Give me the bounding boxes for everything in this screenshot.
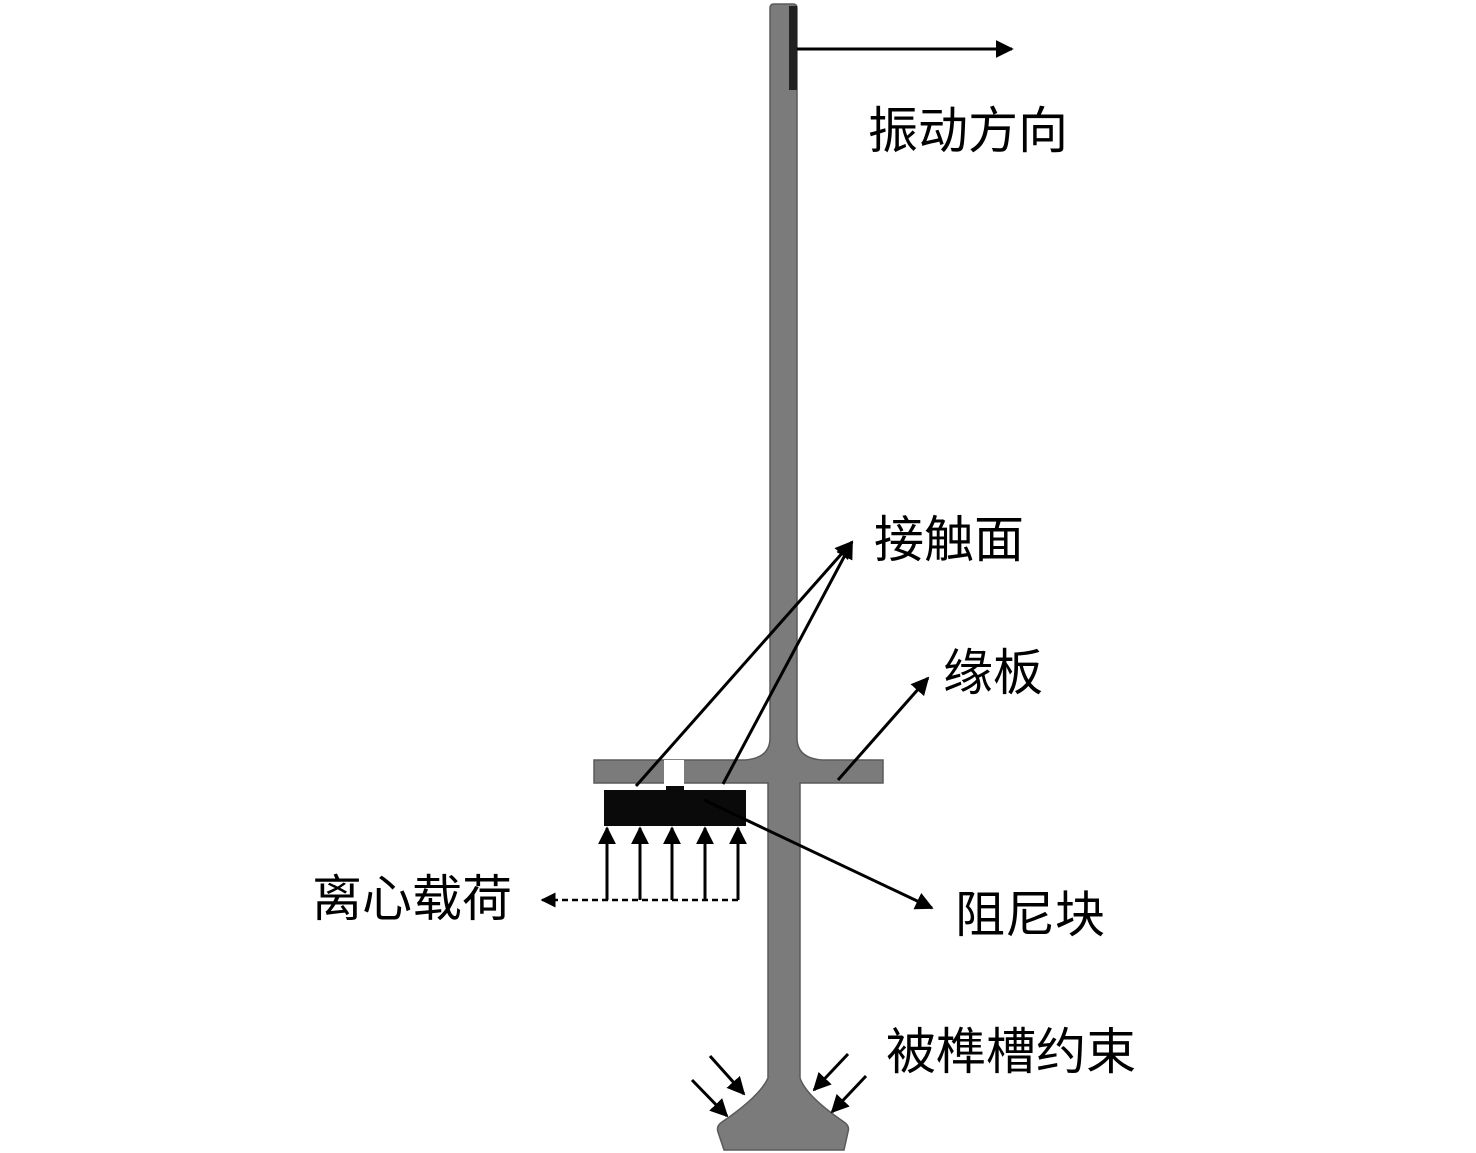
platform-arrow	[836, 676, 930, 781]
centrifugal-load-label: 离心载荷	[312, 870, 512, 928]
contact-surface-label: 接触面	[874, 511, 1024, 569]
damper-block	[604, 786, 746, 826]
damper-block-label: 阻尼块	[955, 886, 1105, 944]
platform-slot	[664, 760, 684, 786]
vibration-direction-label: 振动方向	[868, 102, 1068, 160]
tenon-constraint-label: 被榫槽约束	[886, 1023, 1136, 1081]
platform-label: 缘板	[943, 644, 1043, 702]
damper-arrow	[703, 798, 934, 910]
contact-arrow-2	[721, 540, 854, 785]
centrifugal-load-arrows	[598, 826, 747, 900]
blade-airfoil	[593, 3, 884, 1151]
contact-arrow-1	[634, 540, 854, 787]
blade-body	[593, 3, 884, 1151]
tenon-constraint-arrows	[690, 1052, 868, 1118]
blade-tip-marker	[789, 6, 797, 90]
